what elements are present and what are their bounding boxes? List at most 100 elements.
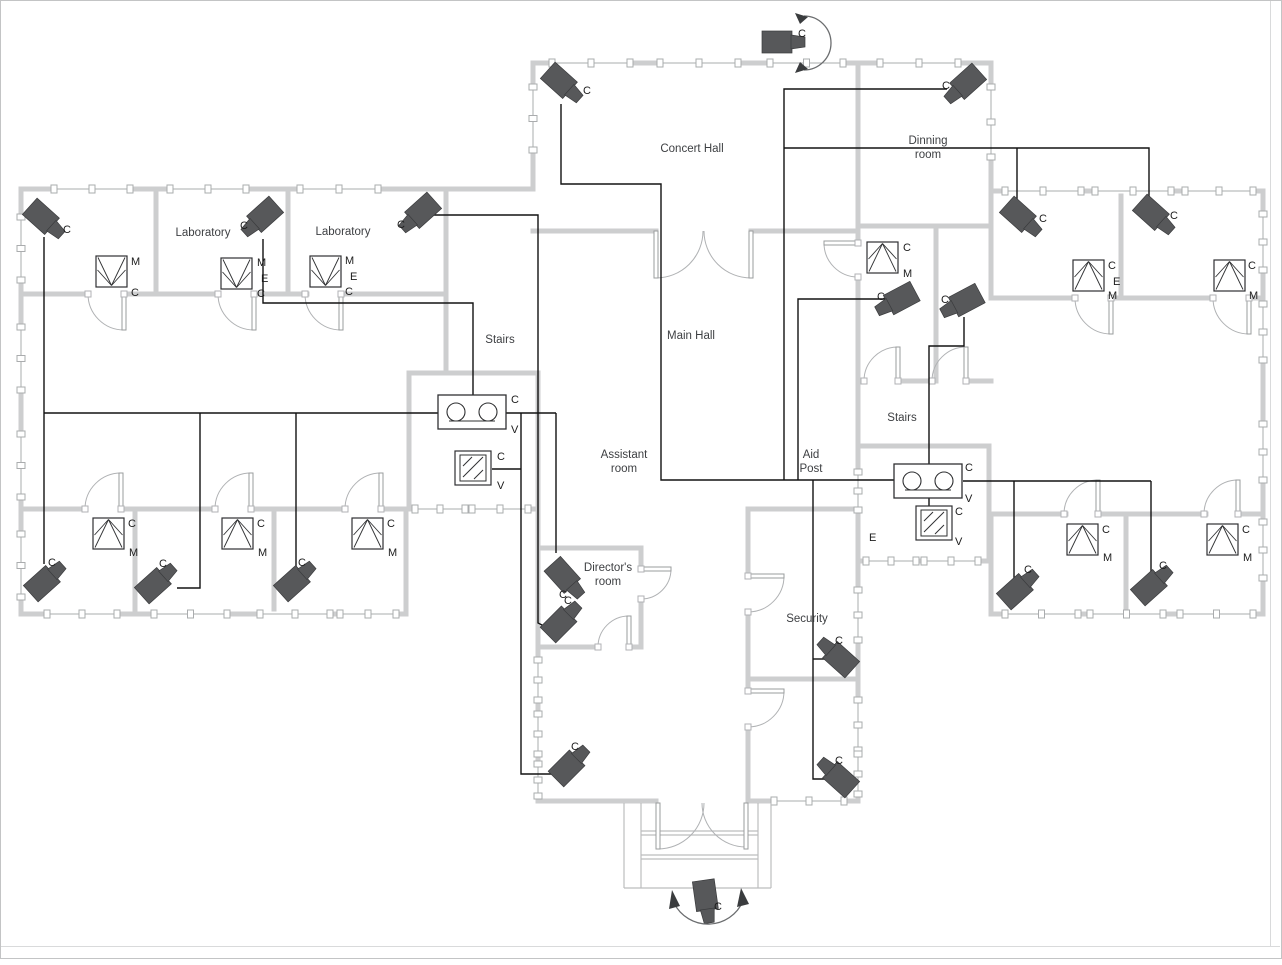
pan-arrowhead-icon: [669, 890, 680, 909]
cctv-camera-icon[interactable]: [813, 633, 861, 679]
door-swing-arc: [1074, 297, 1112, 335]
door-leaf: [248, 472, 254, 510]
door-jamb: [84, 290, 92, 298]
cctv-monitor-icon[interactable]: [351, 517, 384, 550]
double-door[interactable]: [653, 230, 754, 279]
door[interactable]: [744, 572, 785, 616]
monitor-label: C: [1248, 260, 1256, 272]
door[interactable]: [823, 239, 862, 281]
window-tick: [335, 184, 343, 194]
door[interactable]: [81, 472, 125, 513]
cctv-monitor-icon[interactable]: [1213, 259, 1246, 292]
video-monitor-icon[interactable]: [454, 450, 492, 486]
window-tick: [954, 58, 962, 68]
door[interactable]: [211, 472, 255, 513]
cctv-monitor-icon[interactable]: [1206, 523, 1239, 556]
cctv-camera-icon[interactable]: [539, 597, 586, 644]
cctv-camera-icon[interactable]: [691, 878, 720, 925]
door[interactable]: [594, 615, 633, 651]
door[interactable]: [84, 290, 128, 331]
door-jamb: [250, 290, 258, 298]
window-tick: [766, 58, 774, 68]
cctv-monitor-icon[interactable]: [866, 241, 899, 274]
monitor-fan-line: [1074, 261, 1089, 278]
window-tick: [1001, 186, 1009, 196]
cctv-monitor-icon[interactable]: [220, 257, 253, 290]
cctv-camera-icon[interactable]: [237, 195, 285, 241]
cctv-camera-icon[interactable]: [813, 753, 861, 799]
monitor-fan-line: [311, 257, 326, 286]
door[interactable]: [214, 290, 258, 331]
vcr-icon[interactable]: [893, 463, 963, 499]
camera-lens: [565, 580, 586, 600]
cctv-monitor-icon[interactable]: [95, 255, 128, 288]
door[interactable]: [1071, 294, 1115, 335]
window-tick: [150, 609, 158, 619]
camera-lens: [939, 299, 959, 319]
cctv-monitor-icon[interactable]: [1072, 259, 1105, 292]
door-leaf: [743, 802, 749, 850]
window-marker: [853, 750, 863, 798]
monitor-label: C: [131, 287, 139, 299]
room-label-main-hall: Main Hall: [667, 330, 715, 342]
door[interactable]: [1209, 294, 1253, 335]
cctv-monitor-icon[interactable]: [309, 255, 342, 288]
window-tick: [853, 770, 863, 778]
window-tick: [296, 184, 304, 194]
cctv-camera-icon[interactable]: [539, 61, 587, 107]
cctv-camera-icon[interactable]: [133, 559, 181, 605]
window-tick: [1258, 574, 1268, 582]
door-swing-arc: [344, 472, 382, 510]
cctv-camera-icon[interactable]: [543, 555, 589, 603]
pan-range-arc: [673, 900, 744, 925]
cctv-camera-icon[interactable]: [761, 30, 806, 54]
cctv-monitor-icon[interactable]: [221, 517, 254, 550]
cctv-camera-icon[interactable]: [21, 197, 69, 243]
monitor-fan-line: [353, 519, 368, 548]
room-label-laboratory-2: Laboratory: [316, 226, 371, 238]
double-door[interactable]: [655, 802, 749, 850]
cctv-camera-icon[interactable]: [1129, 561, 1177, 607]
cctv-camera-icon[interactable]: [1131, 193, 1179, 239]
video-monitor-icon[interactable]: [915, 505, 953, 541]
cctv-camera-icon[interactable]: [395, 191, 443, 237]
door[interactable]: [744, 687, 785, 731]
monitor-frame: [1213, 259, 1246, 292]
monitor-fan-line: [223, 519, 238, 548]
door-leaf: [1235, 479, 1241, 515]
door[interactable]: [1060, 479, 1102, 518]
room-label-stairs-left: Stairs: [485, 334, 515, 346]
cctv-camera-icon[interactable]: [995, 565, 1043, 611]
cctv-monitor-icon[interactable]: [1066, 523, 1099, 556]
monitor-label: M: [388, 547, 397, 559]
cctv-camera-icon[interactable]: [22, 557, 70, 603]
door[interactable]: [341, 472, 385, 513]
window-tick: [1258, 238, 1268, 246]
monitor-fan-line: [97, 269, 112, 286]
cctv-camera-icon[interactable]: [272, 557, 320, 603]
door[interactable]: [301, 290, 345, 331]
window-tick: [1091, 186, 1099, 196]
camera-label: C: [835, 635, 843, 647]
door[interactable]: [637, 565, 672, 603]
door-jamb: [594, 643, 602, 651]
cctv-camera-icon[interactable]: [872, 280, 921, 321]
cctv-camera-icon[interactable]: [940, 62, 988, 108]
monitor-fan-line: [1208, 525, 1223, 554]
cctv-monitor-icon[interactable]: [92, 517, 125, 550]
door[interactable]: [1200, 479, 1242, 518]
camera-label: C: [159, 558, 167, 570]
monitor-label: M: [1243, 552, 1252, 564]
door-jamb: [117, 505, 125, 513]
cctv-camera-icon[interactable]: [937, 282, 986, 323]
door[interactable]: [860, 346, 902, 385]
window-tick: [853, 487, 863, 495]
window-tick: [78, 609, 86, 619]
cctv-camera-icon[interactable]: [547, 741, 594, 788]
window-tick: [1176, 609, 1184, 619]
cctv-camera-icon[interactable]: [998, 195, 1046, 241]
window-tick: [533, 656, 543, 664]
monitor-label: C: [1108, 260, 1116, 272]
vcr-icon[interactable]: [437, 394, 507, 430]
